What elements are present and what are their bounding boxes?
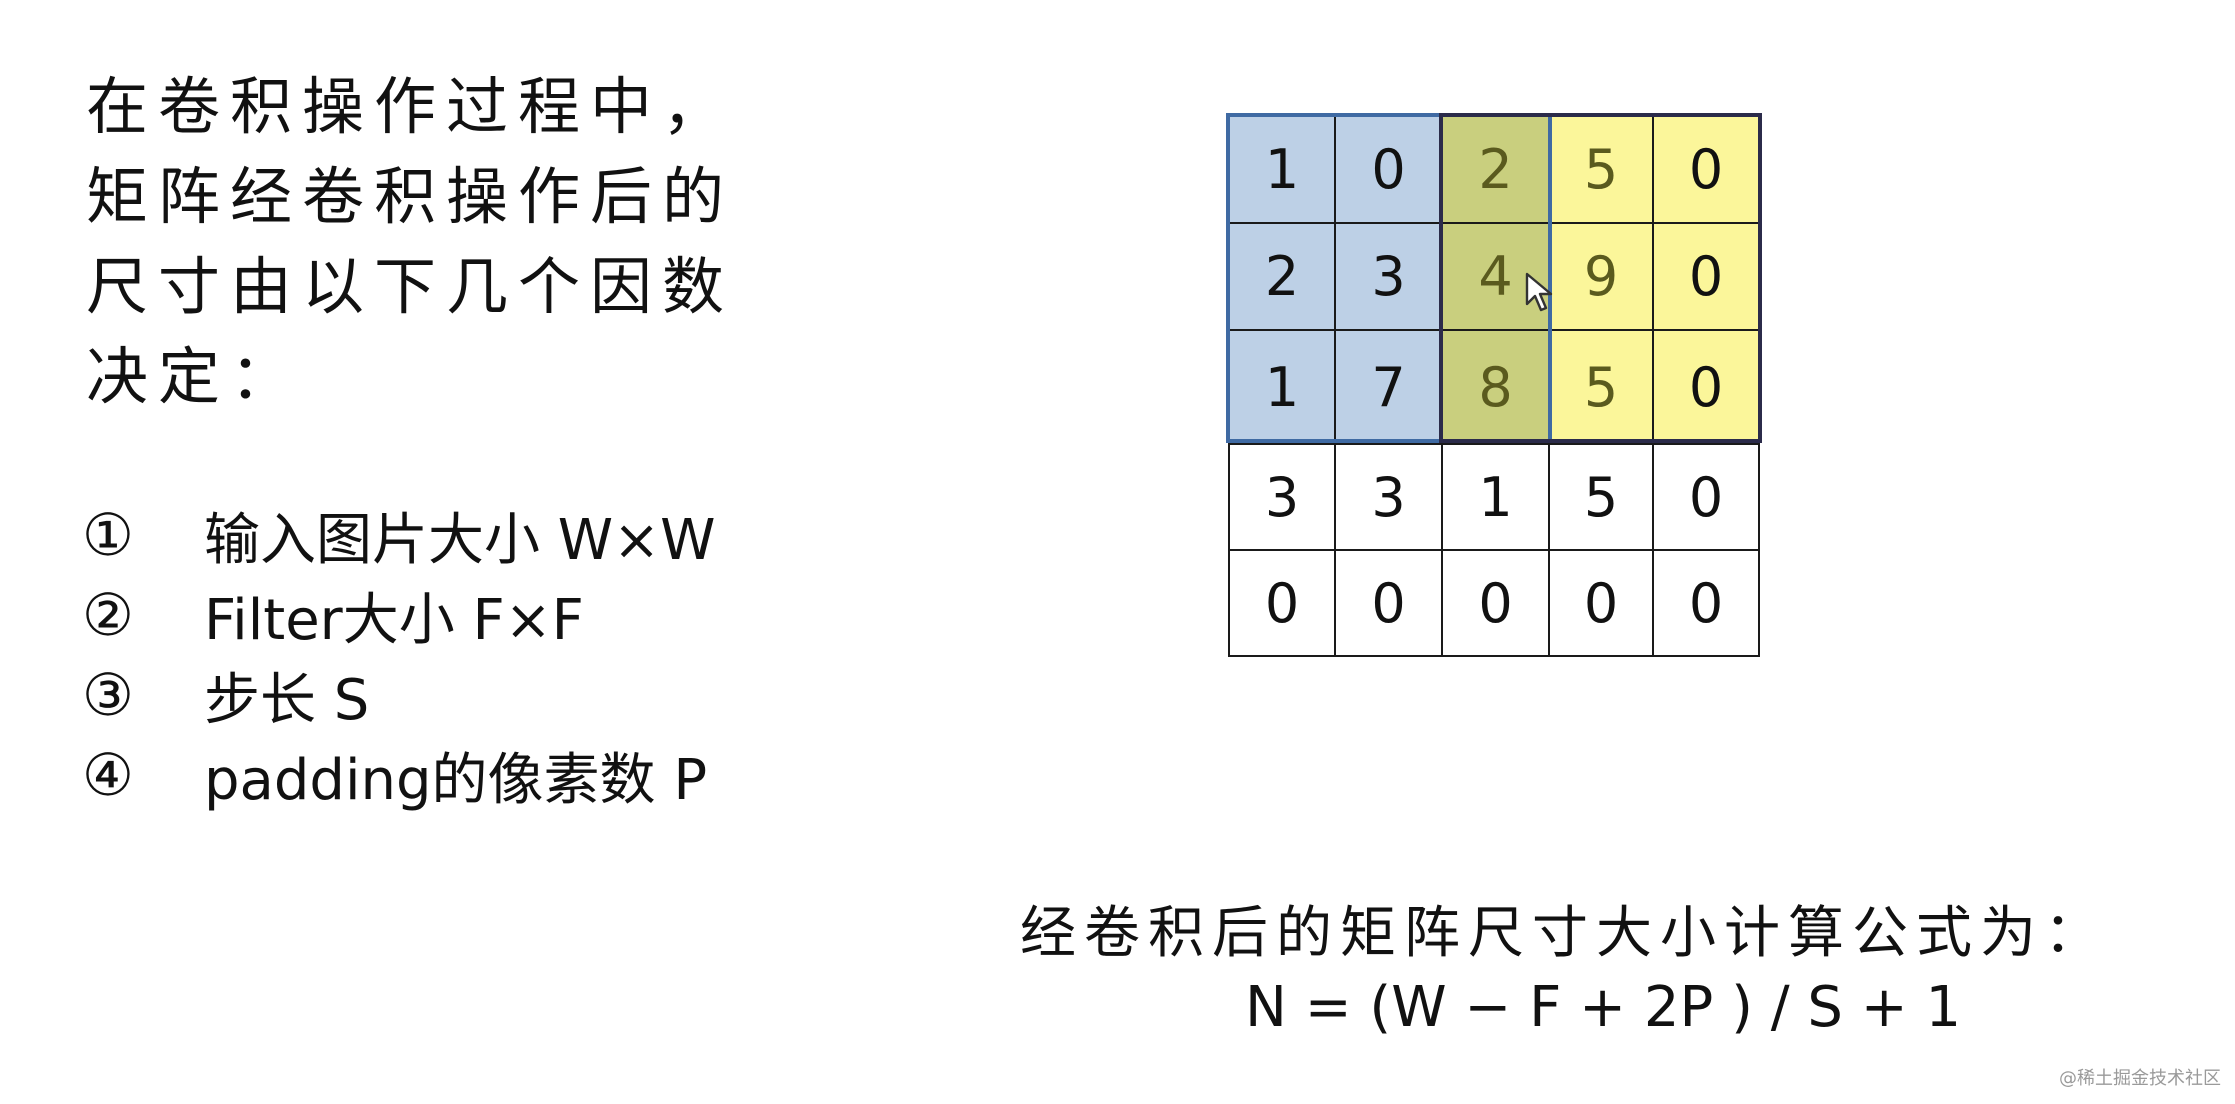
intro-line: 尺寸由以下几个因数	[86, 250, 735, 323]
factor-number: ②	[82, 581, 134, 649]
factor-text: padding的像素数 P	[204, 747, 708, 813]
formula-expression: N = (W − F + 2P ) / S + 1	[1245, 975, 1962, 1040]
matrix-cell: 1	[1441, 443, 1550, 551]
formula-label: 经卷积后的矩阵尺寸大小计算公式为：	[1020, 901, 2108, 966]
matrix-cell: 0	[1652, 549, 1760, 657]
factor-number: ①	[82, 501, 134, 569]
matrix-cell: 5	[1548, 115, 1654, 224]
factor-text: 输入图片大小 W×W	[204, 507, 716, 573]
matrix-cell: 0	[1228, 549, 1336, 657]
factor-number: ④	[82, 741, 134, 809]
factor-item: ② Filter大小 F×F	[82, 575, 902, 655]
factor-item: ③ 步长 S	[82, 655, 902, 735]
matrix-cell: 2	[1228, 222, 1336, 331]
matrix-cell: 1	[1228, 329, 1336, 445]
matrix-cell: 0	[1652, 329, 1760, 445]
factor-item: ④ padding的像素数 P	[82, 735, 902, 815]
matrix-cell: 0	[1441, 549, 1550, 657]
matrix-cell: 8	[1441, 329, 1550, 445]
intro-line: 在卷积操作过程中，	[86, 70, 735, 143]
mouse-cursor-icon	[1525, 272, 1553, 312]
matrix-cell: 9	[1548, 222, 1654, 331]
matrix-cell: 3	[1334, 222, 1443, 331]
factor-text: 步长 S	[204, 667, 370, 733]
matrix-cell: 2	[1441, 115, 1550, 224]
factor-number: ③	[82, 661, 134, 729]
intro-line: 决定：	[86, 340, 303, 413]
matrix-cell: 0	[1334, 115, 1443, 224]
matrix-cell: 5	[1548, 329, 1654, 445]
matrix-cell: 5	[1548, 443, 1654, 551]
matrix-cell: 0	[1548, 549, 1654, 657]
factor-text: Filter大小 F×F	[204, 587, 584, 653]
matrix-cell: 1	[1228, 115, 1336, 224]
matrix-cell: 0	[1652, 222, 1760, 331]
matrix-cell: 7	[1334, 329, 1443, 445]
matrix-cell: 0	[1334, 549, 1443, 657]
matrix-cell: 0	[1652, 115, 1760, 224]
factor-item: ① 输入图片大小 W×W	[82, 495, 902, 575]
matrix-cell: 3	[1334, 443, 1443, 551]
matrix-cell: 0	[1652, 443, 1760, 551]
watermark: @稀土掘金技术社区	[2059, 1068, 2221, 1089]
intro-line: 矩阵经卷积操作后的	[86, 160, 735, 233]
factor-list: ① 输入图片大小 W×W ② Filter大小 F×F ③ 步长 S ④ pad…	[82, 495, 902, 815]
matrix-cell: 3	[1228, 443, 1336, 551]
intro-text: 在卷积操作过程中， 矩阵经卷积操作后的 尺寸由以下几个因数 决定：	[86, 62, 846, 422]
